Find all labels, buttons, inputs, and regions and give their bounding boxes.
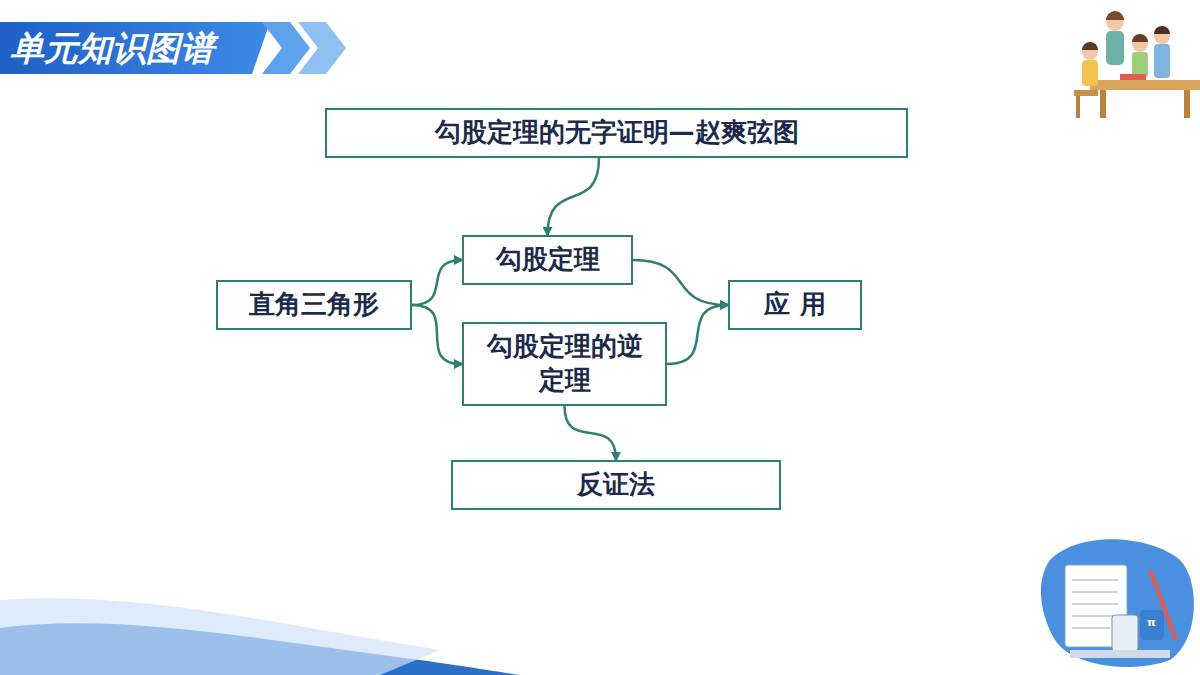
concept-box: 应 用 <box>728 280 862 330</box>
node-label: 勾股定理 <box>496 243 600 277</box>
node-label: 反证法 <box>577 468 655 502</box>
node-label: 直角三角形 <box>249 288 379 322</box>
connector-arrow <box>548 158 600 235</box>
connector-arrow <box>412 305 462 364</box>
symbol-label: π <box>1147 616 1156 629</box>
concept-box: 反证法 <box>451 460 781 510</box>
connector-arrow <box>412 260 462 305</box>
concept-box: 勾股定理的无字证明—赵爽弦图 <box>325 108 908 158</box>
slide-title: 单元知识图谱 <box>10 22 214 74</box>
notebook-illustration <box>1041 539 1194 667</box>
chevron <box>262 22 310 74</box>
wave <box>0 598 440 675</box>
title-banner <box>0 22 270 74</box>
concept-box: 勾股定理 <box>462 235 633 285</box>
concept-box: 直角三角形 <box>216 280 412 330</box>
connector-arrow <box>667 305 728 364</box>
concept-box: 勾股定理的逆定理 <box>462 322 667 406</box>
connector-arrow <box>633 260 728 305</box>
node-label: 勾股定理的逆定理 <box>476 330 653 398</box>
people-illustration <box>1074 11 1200 118</box>
node-label: 应 用 <box>764 288 825 322</box>
chevron <box>298 22 346 74</box>
connector-arrow <box>565 406 617 460</box>
node-label: 勾股定理的无字证明—赵爽弦图 <box>435 116 799 150</box>
